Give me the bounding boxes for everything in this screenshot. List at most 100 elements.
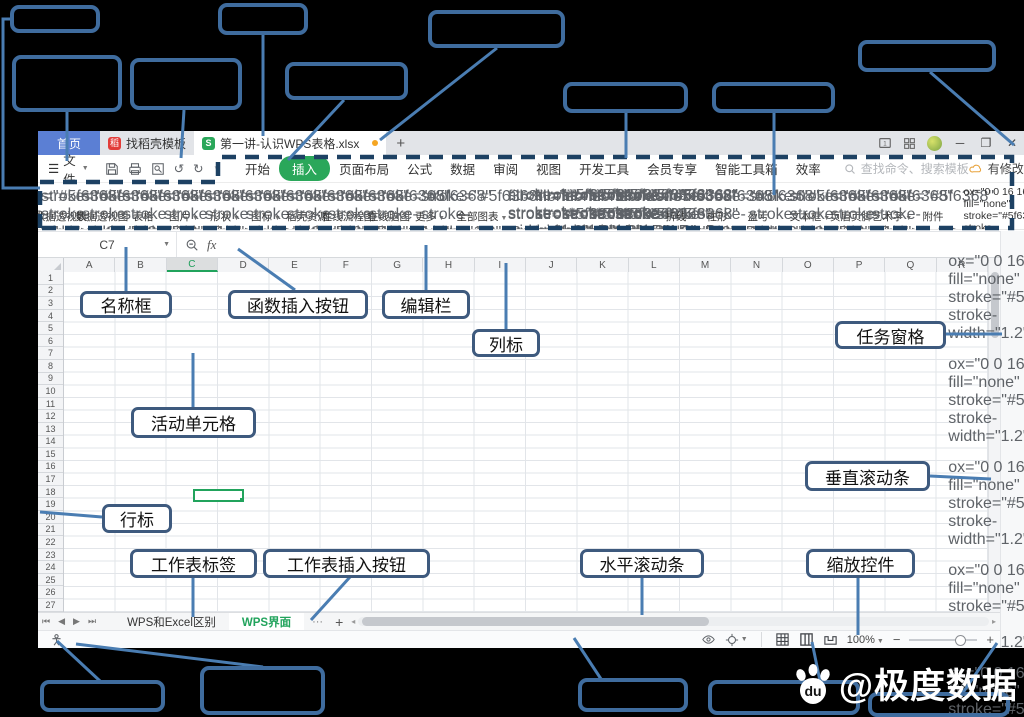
column-header-A[interactable]: A (64, 258, 116, 272)
row-header-11[interactable]: 11 (38, 398, 63, 411)
column-header-H[interactable]: H (423, 258, 475, 272)
select-all-corner[interactable] (38, 258, 64, 272)
row-header-20[interactable]: 20 (38, 511, 63, 524)
vertical-scrollbar-thumb[interactable] (991, 272, 999, 338)
mini-chart-dropdown[interactable]: ox="0 0 16 16" fill="none" stroke="#5f63… (535, 183, 658, 229)
prev-sheet-icon[interactable]: ◀ (58, 616, 66, 626)
vertical-scrollbar[interactable] (988, 258, 1000, 612)
menu-tab-10[interactable]: 效率 (795, 163, 821, 177)
selection-target-icon[interactable]: ▼ (725, 633, 748, 647)
undo-icon[interactable]: ↺ (173, 162, 185, 176)
menu-tab-3[interactable]: 公式 (407, 163, 433, 177)
row-header-22[interactable]: 22 (38, 536, 63, 549)
command-search[interactable]: 查找命令、搜索模板 (844, 160, 969, 177)
print-preview-icon[interactable] (151, 162, 165, 176)
column-header-P[interactable]: P (834, 258, 886, 272)
column-header-J[interactable]: J (526, 258, 578, 272)
column-header-N[interactable]: N (731, 258, 783, 272)
row-header-8[interactable]: 8 (38, 360, 63, 373)
sheet-list-icon[interactable]: ··· (312, 615, 324, 628)
mini-chart-dropdown[interactable]: ox="0 0 16 16" fill="none" stroke="#5f63… (562, 183, 685, 229)
row-header-24[interactable]: 24 (38, 561, 63, 574)
print-icon[interactable] (128, 162, 142, 176)
add-sheet-button[interactable]: + (335, 613, 344, 630)
toggle-icon[interactable]: ox="0 0 16 16" fill="none" stroke="#5f63… (948, 459, 1024, 548)
eye-icon[interactable] (701, 633, 716, 646)
name-box-dropdown-icon[interactable]: ▼ (163, 241, 170, 248)
formula-input[interactable] (224, 232, 1000, 257)
row-header-2[interactable]: 2 (38, 285, 63, 298)
quick-access-dropdown-icon[interactable]: ▽ (214, 165, 221, 173)
menu-tab-2[interactable]: 页面布局 (339, 163, 390, 177)
row-header-26[interactable]: 26 (38, 586, 63, 600)
scroll-right-icon[interactable]: ▸ (991, 617, 996, 626)
tab-list-icon[interactable]: 1 (877, 136, 892, 151)
page-break-view-icon[interactable] (823, 632, 838, 647)
first-sheet-icon[interactable]: ⏮ (42, 616, 51, 626)
tab-docer[interactable]: 稻 找稻壳模板 (100, 131, 194, 155)
menu-tab-6[interactable]: 视图 (536, 163, 562, 177)
normal-view-icon[interactable] (775, 632, 790, 647)
row-header-19[interactable]: 19 (38, 498, 63, 511)
menu-tab-5[interactable]: 审阅 (493, 163, 519, 177)
horizontal-scrollbar-track[interactable] (358, 617, 989, 626)
scroll-left-icon[interactable]: ◂ (351, 617, 356, 626)
ribbon-button[interactable]: ox="0 0 16 16" fill="none" stroke="#5f63… (963, 186, 1024, 230)
row-header-12[interactable]: 12 (38, 410, 63, 423)
row-header-5[interactable]: 5 (38, 322, 63, 335)
menu-tab-4[interactable]: 数据 (450, 163, 476, 177)
zoom-slider[interactable] (909, 634, 978, 646)
active-cell[interactable] (192, 488, 244, 502)
row-header-6[interactable]: 6 (38, 335, 63, 348)
menu-tab-0[interactable]: 开始 (245, 163, 271, 177)
restore-button[interactable]: ❐ (980, 136, 992, 150)
menu-tab-7[interactable]: 开发工具 (579, 163, 630, 177)
zoom-level[interactable]: 100%▼ (846, 633, 884, 646)
row-header-14[interactable]: 14 (38, 436, 63, 449)
row-header-7[interactable]: 7 (38, 347, 63, 361)
column-header-F[interactable]: F (321, 258, 372, 272)
row-header-17[interactable]: 17 (38, 473, 63, 486)
cursor-icon[interactable]: ox="0 0 16 16" fill="none" stroke="#5f63… (948, 356, 1024, 445)
row-header-18[interactable]: 18 (38, 486, 63, 499)
menu-tab-9[interactable]: 智能工具箱 (715, 163, 778, 177)
column-header-L[interactable]: L (629, 258, 680, 272)
column-header-D[interactable]: D (218, 258, 270, 272)
column-header-R[interactable]: R (937, 258, 988, 272)
insert-function-button[interactable]: fx (207, 236, 217, 252)
next-sheet-icon[interactable]: ▶ (73, 616, 80, 626)
column-header-M[interactable]: M (680, 258, 732, 272)
column-header-G[interactable]: G (372, 258, 424, 272)
column-header-K[interactable]: K (577, 258, 629, 272)
horizontal-scrollbar[interactable]: ◂ ▸ (347, 613, 1000, 630)
row-header-21[interactable]: 21 (38, 524, 63, 537)
mini-chart-dropdown[interactable]: ox="0 0 16 16" fill="none" stroke="#5f63… (589, 183, 712, 229)
row-header-27[interactable]: 27 (38, 599, 63, 612)
column-header-E[interactable]: E (269, 258, 321, 272)
horizontal-scrollbar-thumb[interactable] (362, 617, 710, 626)
row-header-23[interactable]: 23 (38, 549, 63, 562)
row-header-15[interactable]: 15 (38, 448, 63, 461)
ribbon-button[interactable]: ox="0 0 16 16" fill="none" stroke="#5f63… (421, 183, 543, 229)
tab-document[interactable]: S 第一讲-认识WPS表格.xlsx (194, 131, 387, 155)
column-header-C[interactable]: C (166, 258, 218, 272)
ribbon-button[interactable]: ox="0 0 16 16" fill="none" stroke="#5f63… (872, 183, 994, 229)
page-layout-view-icon[interactable] (799, 632, 814, 647)
accessibility-icon[interactable] (38, 633, 63, 646)
name-box[interactable]: C7 ▼ (38, 232, 176, 257)
zoom-minus-icon[interactable] (185, 238, 199, 252)
zoom-out-button[interactable]: − (892, 632, 901, 647)
file-menu[interactable]: ☰ 文件 ▼ (38, 150, 97, 188)
avatar[interactable] (927, 135, 942, 151)
row-header-25[interactable]: 25 (38, 574, 63, 587)
last-sheet-icon[interactable]: ⏭ (87, 616, 97, 626)
row-header-9[interactable]: 9 (38, 373, 63, 386)
column-header-Q[interactable]: Q (885, 258, 937, 272)
new-tab-button[interactable]: + (396, 134, 406, 152)
row-header-3[interactable]: 3 (38, 297, 63, 310)
redo-icon[interactable]: ↻ (193, 162, 204, 176)
row-header-1[interactable]: 1 (38, 272, 63, 285)
column-header-O[interactable]: O (783, 258, 834, 272)
mini-chart-dropdown[interactable]: ox="0 0 16 16" fill="none" stroke="#5f63… (508, 183, 631, 229)
column-header-I[interactable]: I (475, 258, 526, 272)
